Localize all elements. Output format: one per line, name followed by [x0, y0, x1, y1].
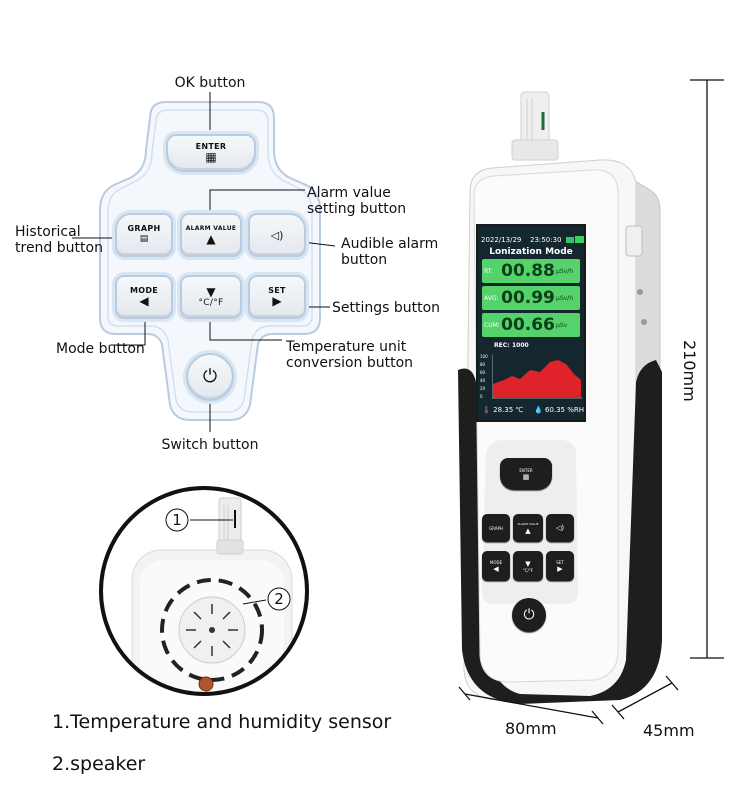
- rec-value: 1000: [512, 342, 529, 349]
- ok-button-callout: OK button: [174, 75, 246, 91]
- set-key-label: SET: [268, 286, 286, 295]
- historical-callout-line1: Historical: [15, 224, 81, 240]
- trend-graph: [492, 354, 582, 399]
- device-enter-key[interactable]: ENTER ▦: [500, 458, 552, 490]
- bluetooth-icon: [566, 237, 574, 243]
- reading-avg-unit: μSv/h: [556, 294, 574, 302]
- power-icon: ⏻: [202, 366, 218, 387]
- up-arrow-icon: ▲: [206, 232, 216, 246]
- height-dimension: 210mm: [680, 340, 699, 402]
- audible-alarm-key[interactable]: ◁): [248, 213, 306, 257]
- speaker-marker: 2: [274, 590, 284, 608]
- audible-alarm-callout-line1: Audible alarm: [341, 236, 439, 252]
- set-key[interactable]: SET ▶: [248, 275, 306, 319]
- alarm-value-callout-line1: Alarm value: [307, 185, 391, 201]
- unit-conversion-key[interactable]: ▼ °C/°F: [180, 275, 242, 319]
- device-grid-icon: ▦: [522, 472, 530, 481]
- graph-tick: 60: [480, 370, 486, 375]
- device-right-icon: ▶: [557, 564, 563, 573]
- mode-callout: Mode button: [56, 341, 145, 357]
- temp-unit-callout-line2: conversion button: [286, 355, 414, 371]
- device-screen: 2022/13/29 23:50:30 Lonization Mode RT: …: [476, 224, 586, 422]
- screen-humidity: 💧 60.35 %RH: [534, 406, 584, 414]
- screen-mode-title: Lonization Mode: [489, 247, 573, 257]
- device-down-icon: ▼: [525, 559, 531, 568]
- reading-cum: CUM: 00.66 μSv: [482, 313, 580, 337]
- device-alarm-label: ALARM VALUE: [517, 521, 539, 526]
- reading-rt-key: RT:: [484, 267, 493, 275]
- graph-key[interactable]: GRAPH ▤: [115, 213, 173, 257]
- settings-callout: Settings button: [332, 300, 441, 316]
- device-speaker-icon: ◁): [555, 524, 565, 532]
- graph-tick: 100: [480, 354, 488, 359]
- reading-avg-key: AVG:: [484, 294, 499, 302]
- graph-tick: 0: [480, 394, 483, 399]
- graph-key-label: GRAPH: [127, 224, 161, 233]
- graph-table-icon: ▤: [139, 234, 149, 244]
- historical-callout-line2: trend button: [15, 240, 103, 256]
- reading-cum-value: 00.66: [501, 315, 555, 335]
- device-graph-key[interactable]: GRAPH: [482, 514, 510, 542]
- unit-key-label: °C/°F: [198, 298, 224, 308]
- device-graph-label: GRAPH: [489, 525, 503, 531]
- device-mode-label: MODE: [489, 559, 503, 565]
- width-dimension: 80mm: [505, 719, 557, 738]
- power-key[interactable]: ⏻: [186, 353, 234, 401]
- temperature-value: 28.35 ℃: [493, 406, 524, 414]
- reading-rt: RT: 00.88 μSv/h: [482, 259, 580, 283]
- screen-date: 2022/13/29: [481, 236, 522, 244]
- alarm-value-key[interactable]: ALARM VALUE ▲: [180, 213, 242, 257]
- thermometer-icon: 🌡: [482, 406, 491, 414]
- graph-y-ticks: 100 80 60 40 20 0: [480, 354, 492, 399]
- device-up-icon: ▲: [525, 526, 531, 535]
- graph-tick: 20: [480, 386, 486, 391]
- mode-key[interactable]: MODE ◀: [115, 275, 173, 319]
- reading-avg: AVG: 00.99 μSv/h: [482, 286, 580, 310]
- screen-temperature: 🌡 28.35 ℃: [482, 406, 523, 414]
- device-left-icon: ◀: [493, 564, 499, 573]
- left-arrow-icon: ◀: [139, 294, 149, 308]
- enter-key-label: ENTER: [195, 142, 227, 151]
- reading-avg-value: 00.99: [501, 288, 555, 308]
- reading-cum-unit: μSv: [556, 321, 568, 329]
- screen-time: 23:50:30: [530, 236, 562, 244]
- humidity-value: 60.35 %RH: [544, 406, 584, 414]
- reading-cum-key: CUM:: [484, 321, 500, 329]
- temp-unit-callout-line1: Temperature unit: [286, 339, 407, 355]
- device-power-key[interactable]: ⏻: [512, 598, 546, 632]
- device-set-key[interactable]: SET ▶: [546, 551, 574, 581]
- depth-dimension: 45mm: [643, 721, 695, 740]
- down-arrow-icon: ▼: [206, 285, 216, 299]
- alarm-value-callout-line2: setting button: [307, 201, 407, 217]
- battery-icon: [575, 236, 584, 243]
- droplet-icon: 💧: [534, 406, 543, 414]
- right-arrow-icon: ▶: [272, 294, 282, 308]
- grid-icon: ▦: [205, 150, 217, 164]
- caption-speaker: 2.speaker: [52, 753, 146, 775]
- device-set-label: SET: [556, 559, 564, 565]
- device-unit-label: °C/°F: [522, 567, 534, 573]
- device-speaker-key[interactable]: ◁): [546, 514, 574, 542]
- device-mode-key[interactable]: MODE ◀: [482, 551, 510, 581]
- caption-sensor: 1.Temperature and humidity sensor: [52, 711, 392, 733]
- enter-key[interactable]: ENTER ▦: [166, 134, 256, 172]
- alarm-value-key-label: ALARM VALUE: [185, 225, 237, 232]
- graph-tick: 40: [480, 378, 486, 383]
- sensor-marker: 1: [172, 511, 182, 529]
- speaker-icon: ◁): [270, 228, 284, 242]
- device-unit-key[interactable]: ▼ °C/°F: [513, 551, 543, 581]
- audible-alarm-callout-line2: button: [341, 252, 388, 268]
- device-enter-label: ENTER: [519, 467, 533, 473]
- device-power-icon: ⏻: [523, 607, 535, 623]
- switch-callout: Switch button: [161, 437, 259, 453]
- device-alarm-key[interactable]: ALARM VALUE ▲: [513, 514, 543, 542]
- mode-key-label: MODE: [129, 286, 159, 295]
- reading-rt-unit: μSv/h: [556, 267, 574, 275]
- reading-rt-value: 00.88: [501, 261, 555, 281]
- graph-tick: 80: [480, 362, 486, 367]
- rec-label: REC:: [494, 342, 510, 349]
